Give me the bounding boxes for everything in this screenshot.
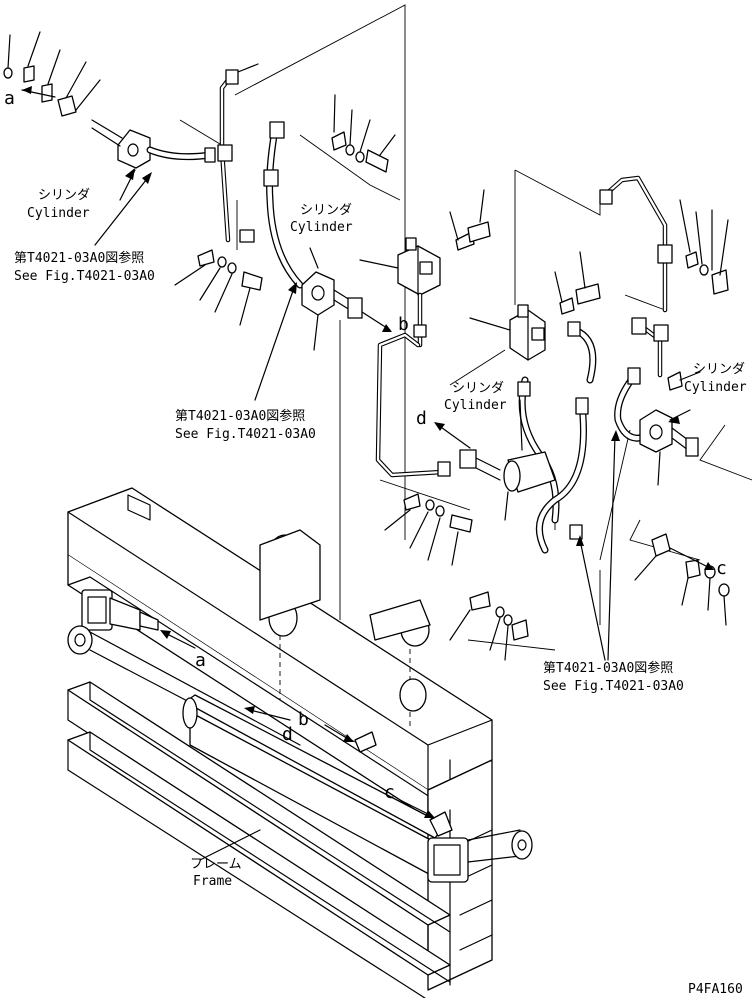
label-cylinder-jp-2: シリンダ (300, 203, 352, 218)
label-cylinder-jp-4: シリンダ (693, 362, 745, 377)
right-cylinder-group (599, 175, 730, 626)
frame-clamp-set (449, 591, 529, 661)
letter-d-frame: d (282, 724, 293, 745)
label-cylinder-en-4: Cylinder (684, 380, 747, 395)
label-see-fig-en-2: See Fig.T4021-03A0 (175, 427, 316, 442)
part-code: P4FA160 (688, 982, 743, 997)
frame-assembly (67, 487, 493, 998)
letter-d-top: d (416, 408, 427, 429)
label-see-fig-en-3: See Fig.T4021-03A0 (543, 679, 684, 694)
label-cylinder-en-2: Cylinder (290, 220, 353, 235)
construction-lines (179, 4, 753, 651)
label-cylinder-jp-1: シリンダ (38, 188, 90, 203)
letter-b-frame: b (298, 709, 309, 730)
label-see-fig-jp-2: 第T4021-03A0図参照 (175, 408, 305, 424)
frame-cylinders (67, 589, 533, 883)
label-cylinder-en-3: Cylinder (444, 398, 507, 413)
letter-c-frame: c (384, 782, 395, 803)
letter-c-top: c (716, 558, 727, 579)
label-frame-jp: フレーム (190, 857, 242, 872)
right-valve-group (434, 251, 601, 554)
label-see-fig-jp-1: 第T4021-03A0図参照 (14, 250, 144, 266)
letter-a-frame: a (195, 650, 206, 671)
letter-a-top: a (4, 88, 15, 109)
upper-left-cylinder-group (3, 31, 216, 169)
label-cylinder-jp-3: シリンダ (452, 381, 504, 396)
label-cylinder-en-1: Cylinder (27, 206, 90, 221)
center-cylinder-group (263, 121, 392, 351)
upper-valve-block (331, 94, 491, 348)
label-see-fig-jp-3: 第T4021-03A0図参照 (543, 660, 673, 676)
reference-leaders (94, 168, 691, 861)
text-labels: シリンダ Cylinder 第T4021-03A0図参照 See Fig.T40… (4, 88, 747, 997)
label-see-fig-en-1: See Fig.T4021-03A0 (14, 269, 155, 284)
label-frame-en: Frame (193, 874, 232, 889)
upper-left-pipe-run (174, 63, 263, 326)
center-pipe-run (375, 332, 473, 566)
letter-b-top: b (398, 314, 409, 335)
